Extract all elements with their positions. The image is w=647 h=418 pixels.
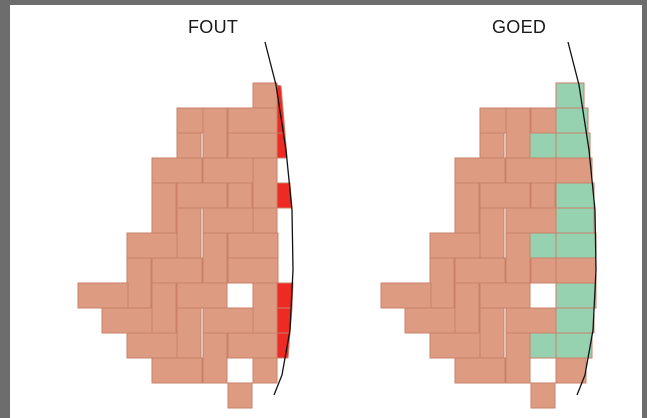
brick-tile xyxy=(530,382,556,409)
correct-cut-piece xyxy=(555,232,597,259)
edge-curve xyxy=(567,41,597,396)
border-tile xyxy=(555,257,597,284)
brick-tile xyxy=(176,207,202,259)
brick-tile xyxy=(505,232,531,284)
correct-cut-piece xyxy=(555,332,593,359)
correct-cut-piece xyxy=(555,132,591,159)
brick-tile xyxy=(252,357,278,384)
brick-tile xyxy=(202,107,228,159)
brick-tile xyxy=(126,257,152,309)
fout-panel xyxy=(77,41,294,409)
brick-tile xyxy=(151,282,177,334)
brick-tile xyxy=(479,307,505,359)
correct-cut-piece xyxy=(529,132,557,159)
brick-tile xyxy=(227,132,279,159)
brick-tile xyxy=(429,232,481,259)
correct-cut-piece xyxy=(529,332,557,359)
brick-tile xyxy=(151,357,203,384)
brick-tile xyxy=(505,157,557,184)
wrong-cut-piece xyxy=(276,282,294,309)
brick-tile xyxy=(151,157,203,184)
correct-cut-piece xyxy=(555,182,595,209)
brick-tile xyxy=(77,282,129,309)
brick-tile xyxy=(454,357,506,384)
brick-tile xyxy=(454,182,480,234)
fout-label: FOUT xyxy=(188,17,239,37)
brick-tile xyxy=(202,332,228,384)
brick-tile xyxy=(227,332,279,359)
brick-tile xyxy=(252,282,278,334)
brick-tile xyxy=(479,282,531,309)
brick-tile xyxy=(505,332,531,384)
border-tile xyxy=(555,357,587,384)
brick-tile xyxy=(252,157,278,209)
brick-tile xyxy=(479,182,531,209)
brick-tile xyxy=(404,307,456,334)
brick-tile xyxy=(454,157,506,184)
correct-cut-piece xyxy=(555,207,595,234)
brick-tile xyxy=(227,232,279,259)
goed-label: GOED xyxy=(492,17,547,37)
goed-panel xyxy=(380,41,597,409)
correct-cut-piece xyxy=(529,232,557,259)
brick-tile xyxy=(202,157,254,184)
brick-tile xyxy=(176,282,228,309)
edge-curve xyxy=(264,41,294,396)
brick-tile xyxy=(454,257,506,284)
brick-tile xyxy=(202,232,228,284)
brick-tile xyxy=(202,207,254,234)
brick-tile xyxy=(151,182,177,234)
brick-tile xyxy=(429,332,481,359)
brick-tile xyxy=(505,307,557,334)
brick-tile xyxy=(227,107,279,134)
brick-tile xyxy=(176,307,202,359)
brick-tile xyxy=(429,257,455,309)
wrong-cut-piece xyxy=(276,332,291,359)
brick-tile xyxy=(505,107,531,159)
correct-cut-piece xyxy=(555,282,597,309)
wrong-cut-piece xyxy=(276,84,286,134)
brick-tile xyxy=(202,307,254,334)
correct-cut-piece xyxy=(555,307,595,334)
brick-tile xyxy=(227,257,279,284)
brick-tile xyxy=(151,257,203,284)
brick-tile xyxy=(126,232,178,259)
brick-tile xyxy=(101,307,153,334)
brick-tile xyxy=(479,207,505,259)
brick-tile xyxy=(227,382,253,409)
brick-tile xyxy=(176,182,228,209)
brick-tile xyxy=(380,282,432,309)
brick-tile xyxy=(454,282,480,334)
brick-tile xyxy=(126,332,178,359)
border-tile xyxy=(555,157,593,184)
brick-tile xyxy=(505,207,557,234)
